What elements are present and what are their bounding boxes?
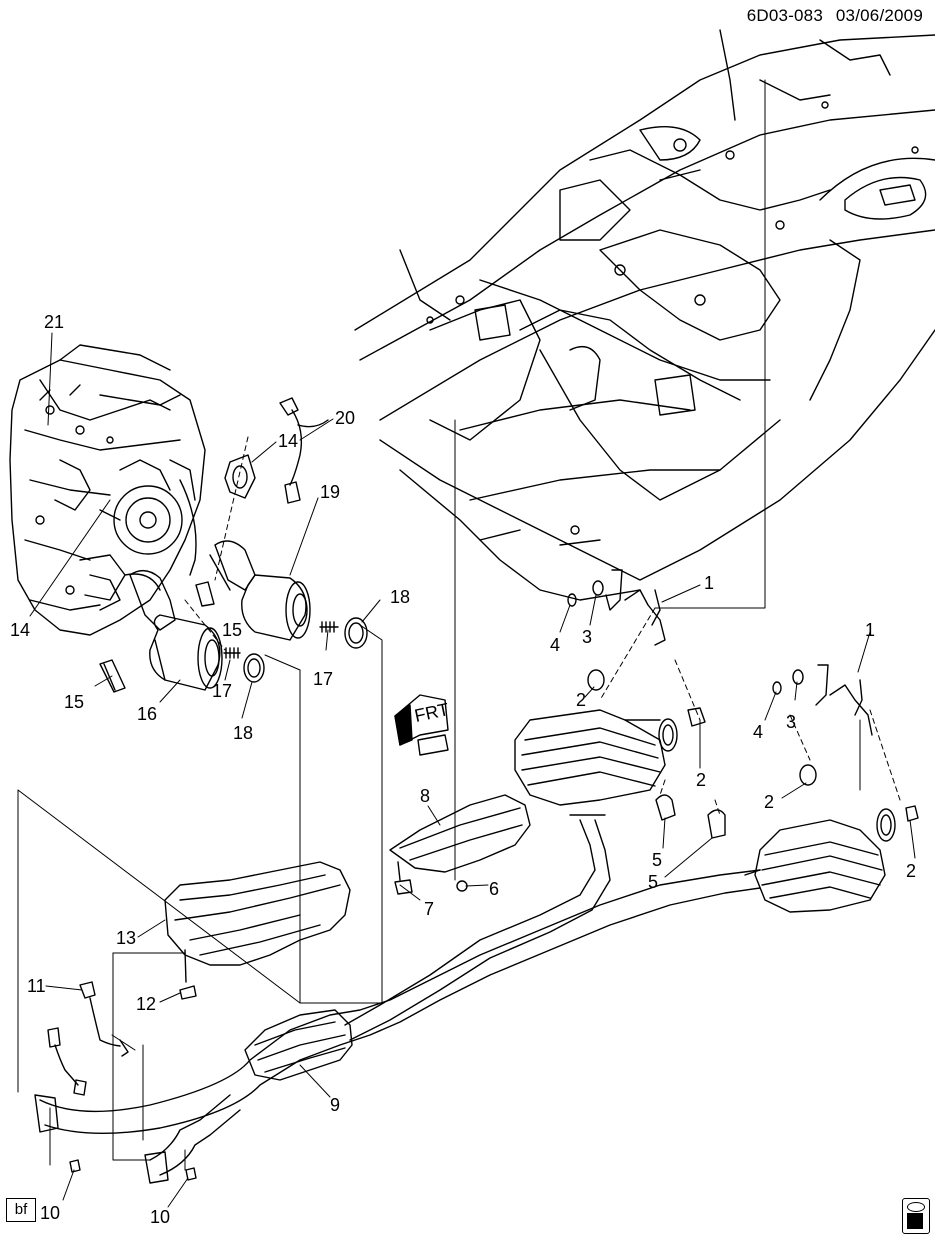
diagram-header: 6D03-083 03/06/2009	[739, 6, 923, 26]
gm-spo-logo	[902, 1198, 930, 1234]
callout-12: 12	[136, 994, 156, 1014]
callout-15-bottom: 15	[64, 692, 84, 712]
callout-10-left: 10	[40, 1203, 60, 1223]
callout-2-middle: 2	[696, 770, 706, 790]
callout-18-right: 18	[390, 587, 410, 607]
callout-4-top: 4	[550, 635, 560, 655]
callout-14-bottom: 14	[10, 620, 30, 640]
callout-2-top: 2	[576, 690, 586, 710]
gasket-14	[224, 454, 256, 499]
callout-21: 21	[44, 312, 64, 332]
callout-4-right: 4	[753, 722, 763, 742]
callout-7: 7	[424, 899, 434, 919]
logo-square	[907, 1213, 923, 1229]
callout-17-left: 17	[212, 681, 232, 701]
callout-9: 9	[330, 1095, 340, 1115]
front-direction-arrow	[394, 694, 449, 756]
underbody-floor-pan	[354, 29, 935, 601]
callout-5-bottom: 5	[648, 872, 658, 892]
callout-8: 8	[420, 786, 430, 806]
oxygen-sensor-20	[279, 397, 329, 504]
heat-shield-8	[389, 794, 531, 895]
muffler-left	[514, 709, 678, 806]
callout-1-top: 1	[704, 573, 714, 593]
callout-1-right: 1	[865, 620, 875, 640]
exhaust-pipe-9	[34, 814, 761, 1184]
callout-16: 16	[137, 704, 157, 724]
logo-oval-icon	[907, 1202, 925, 1212]
callout-2-right: 2	[764, 792, 774, 812]
callout-numbers: 21 14 20 19 14 15 15 16 17 18 17 18 1 1 …	[10, 312, 916, 1227]
muffler-right	[744, 808, 896, 913]
callout-5-top: 5	[652, 850, 662, 870]
callout-13: 13	[116, 928, 136, 948]
engine-assembly	[9, 344, 206, 636]
callout-2-far-right: 2	[906, 861, 916, 881]
oxygen-sensor-11	[47, 981, 129, 1096]
callout-19: 19	[320, 482, 340, 502]
heat-shield-13	[164, 861, 351, 1000]
diagram-date: 03/06/2009	[835, 6, 923, 25]
nuts	[69, 1159, 197, 1181]
diagram-id: 6D03-083	[746, 6, 823, 25]
hanger-hardware	[567, 569, 919, 839]
callout-11: 11	[27, 976, 46, 996]
callout-18-left: 18	[233, 723, 253, 743]
studs-gaskets	[223, 617, 368, 683]
bf-badge: bf	[6, 1198, 36, 1222]
callout-6: 6	[489, 879, 499, 899]
callout-14-top: 14	[278, 431, 298, 451]
callout-3-right: 3	[786, 712, 796, 732]
callout-20: 20	[335, 408, 355, 428]
callout-3-top: 3	[582, 627, 592, 647]
callout-17-right: 17	[313, 669, 333, 689]
catalytic-converter-16	[99, 570, 223, 693]
catalytic-converter-19	[195, 540, 311, 641]
callout-15-top: 15	[222, 620, 242, 640]
callout-10-right: 10	[150, 1207, 170, 1227]
callout-leaders	[29, 332, 916, 1208]
